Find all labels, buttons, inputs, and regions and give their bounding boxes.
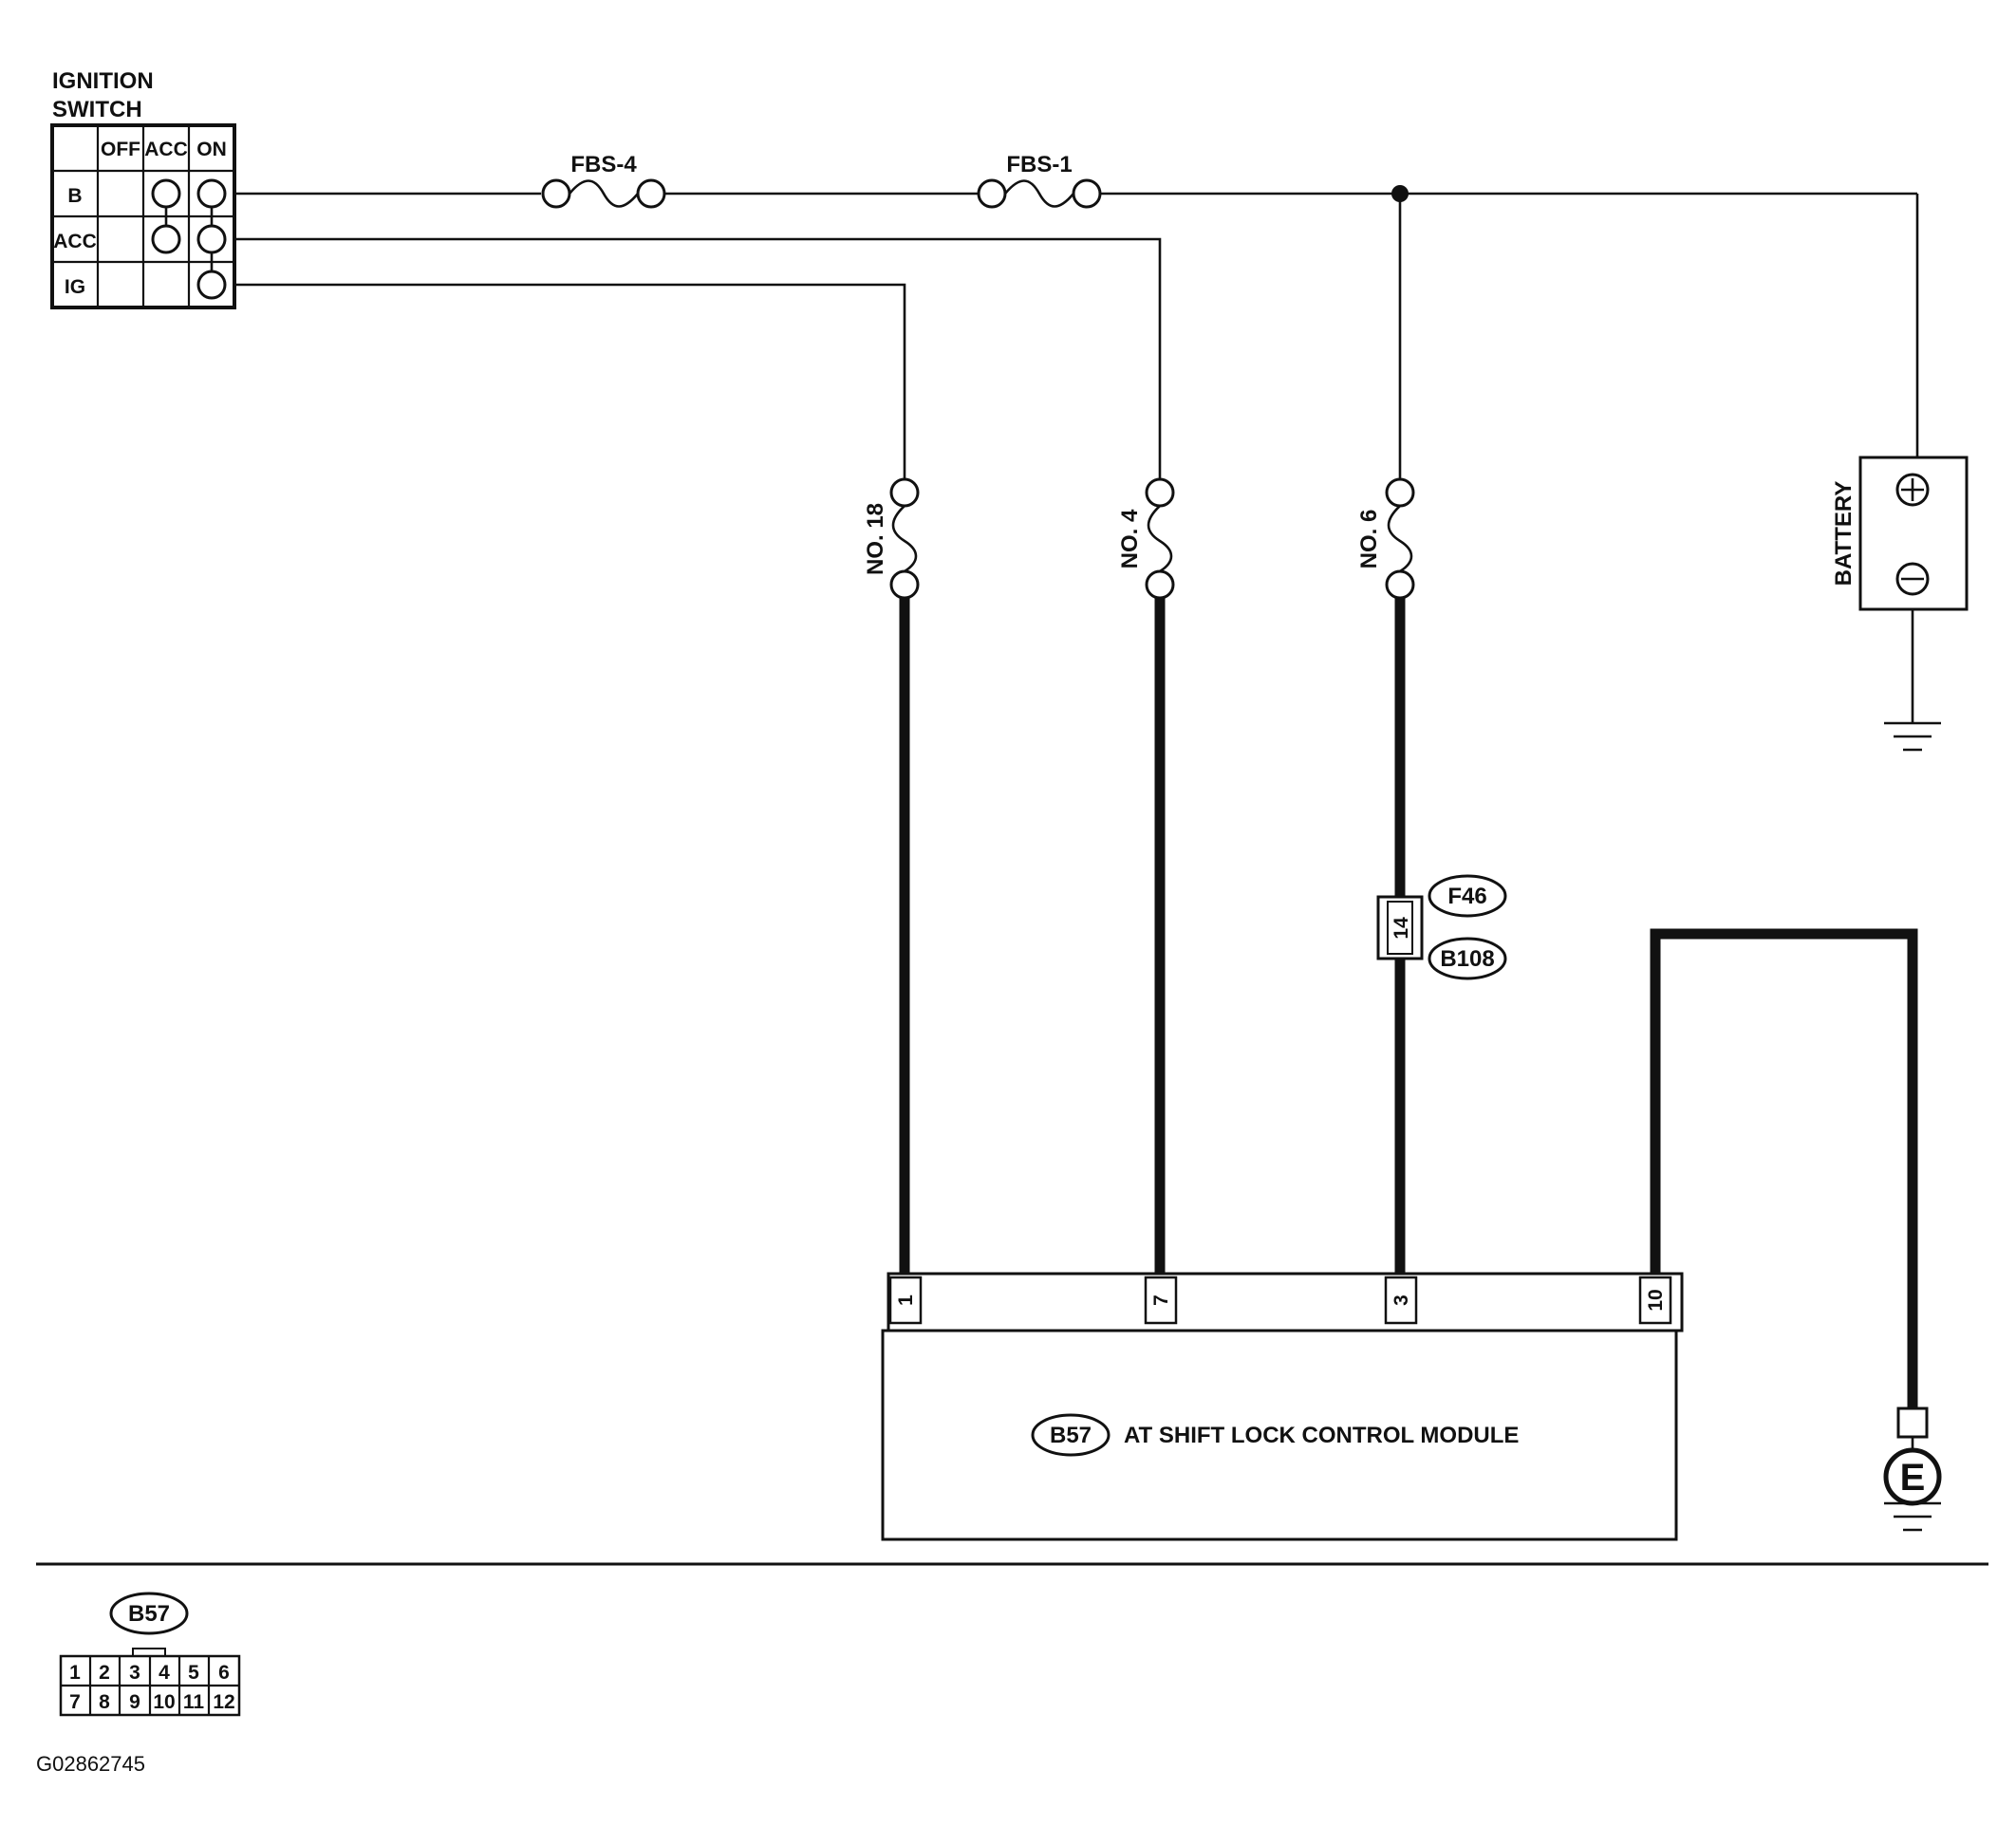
connector-b108 bbox=[1428, 937, 1507, 980]
fuse-no4-label: NO. 4 bbox=[1117, 509, 1143, 568]
module-body bbox=[881, 1329, 1678, 1541]
ignition-switch-title-2: SWITCH bbox=[52, 97, 142, 122]
row-b: B bbox=[67, 185, 82, 207]
cv-pin-9: 9 bbox=[129, 1691, 140, 1713]
module-connector-badge bbox=[1031, 1413, 1111, 1457]
ground-e-label: E bbox=[1900, 1457, 1926, 1499]
module-name: AT SHIFT LOCK CONTROL MODULE bbox=[1124, 1423, 1519, 1448]
contact-b-acc bbox=[151, 178, 181, 209]
connector-f46-label: F46 bbox=[1447, 884, 1486, 909]
row-acc: ACC bbox=[53, 231, 97, 252]
module-pin-1: 1 bbox=[895, 1295, 917, 1306]
shift-lock-module: 1 7 3 10 B57 AT SHIFT LOCK CONTROL MODUL… bbox=[881, 1272, 1684, 1541]
junction-pin-label: 14 bbox=[1391, 917, 1412, 940]
cv-pin-7: 7 bbox=[69, 1691, 81, 1713]
fuse-no6-label: NO. 6 bbox=[1356, 510, 1382, 569]
cv-pin-5: 5 bbox=[188, 1662, 199, 1684]
fuse-fbs1: FBS-1 bbox=[977, 152, 1102, 209]
ignition-switch: IGNITION SWITCH OFF ACC ON B ACC IG bbox=[50, 68, 236, 309]
thick-wires bbox=[899, 598, 1918, 1408]
contact-b-on bbox=[196, 178, 227, 209]
cv-pin-1: 1 bbox=[69, 1662, 81, 1684]
contact-acc-acc bbox=[151, 224, 181, 254]
fuse-fbs4: FBS-4 bbox=[541, 152, 666, 209]
battery-label: BATTERY bbox=[1831, 481, 1857, 587]
thin-wires bbox=[234, 185, 1919, 479]
connector-f46 bbox=[1428, 874, 1507, 918]
cv-pin-11: 11 bbox=[183, 1691, 205, 1713]
connector-b108-label: B108 bbox=[1440, 946, 1494, 972]
module-pin-3: 3 bbox=[1391, 1295, 1412, 1306]
fuse-no6: NO. 6 bbox=[1356, 477, 1415, 600]
connector-view-b57: B57 1 2 3 4 5 6 7 8 9 10 11 12 bbox=[59, 1592, 241, 1717]
ignition-switch-title-1: IGNITION bbox=[52, 68, 154, 94]
fuse-no18: NO. 18 bbox=[863, 477, 920, 600]
contact-acc-on bbox=[196, 224, 227, 254]
junction-connector: 14 F46 B108 bbox=[1376, 874, 1507, 980]
module-connector-label: B57 bbox=[1050, 1423, 1092, 1448]
contact-ig-on bbox=[196, 270, 227, 300]
cv-pin-2: 2 bbox=[99, 1662, 110, 1684]
col-off: OFF bbox=[101, 139, 140, 160]
col-on: ON bbox=[196, 139, 227, 160]
figure-id: G02862745 bbox=[36, 1752, 145, 1776]
module-pin-10: 10 bbox=[1645, 1289, 1667, 1311]
cv-pin-6: 6 bbox=[218, 1662, 230, 1684]
module-connector-strip bbox=[887, 1272, 1684, 1332]
cv-pin-3: 3 bbox=[129, 1662, 140, 1684]
fuse-no4: NO. 4 bbox=[1117, 477, 1175, 600]
cv-pin-8: 8 bbox=[99, 1691, 110, 1713]
cv-pin-10: 10 bbox=[153, 1691, 175, 1713]
ground-e: E bbox=[1883, 1407, 1942, 1532]
cv-pin-4: 4 bbox=[159, 1662, 170, 1684]
battery: BATTERY bbox=[1831, 456, 1969, 752]
module-pin-7: 7 bbox=[1150, 1295, 1172, 1306]
col-acc: ACC bbox=[144, 139, 188, 160]
cv-pin-12: 12 bbox=[213, 1691, 234, 1713]
fuse-fbs4-label: FBS-4 bbox=[570, 152, 637, 177]
fuse-no18-label: NO. 18 bbox=[863, 503, 888, 575]
fuse-fbs1-label: FBS-1 bbox=[1006, 152, 1072, 177]
connector-view-label: B57 bbox=[128, 1601, 170, 1627]
row-ig: IG bbox=[65, 276, 85, 298]
junction-dot bbox=[1391, 185, 1409, 202]
connector-view-badge bbox=[109, 1592, 189, 1635]
